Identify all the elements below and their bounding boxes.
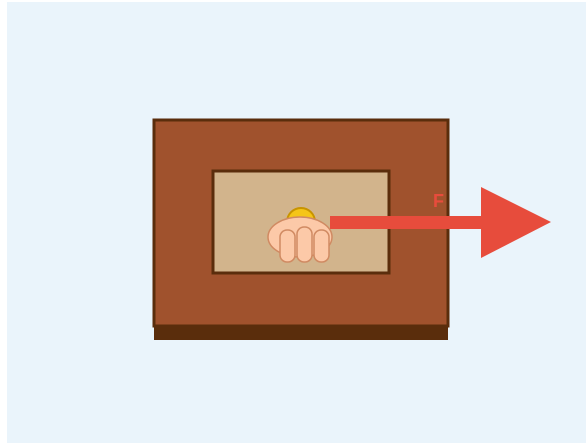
hand-finger — [314, 230, 329, 262]
force-label: F — [433, 191, 444, 211]
hand-finger — [297, 227, 312, 262]
hand-finger — [280, 230, 295, 262]
